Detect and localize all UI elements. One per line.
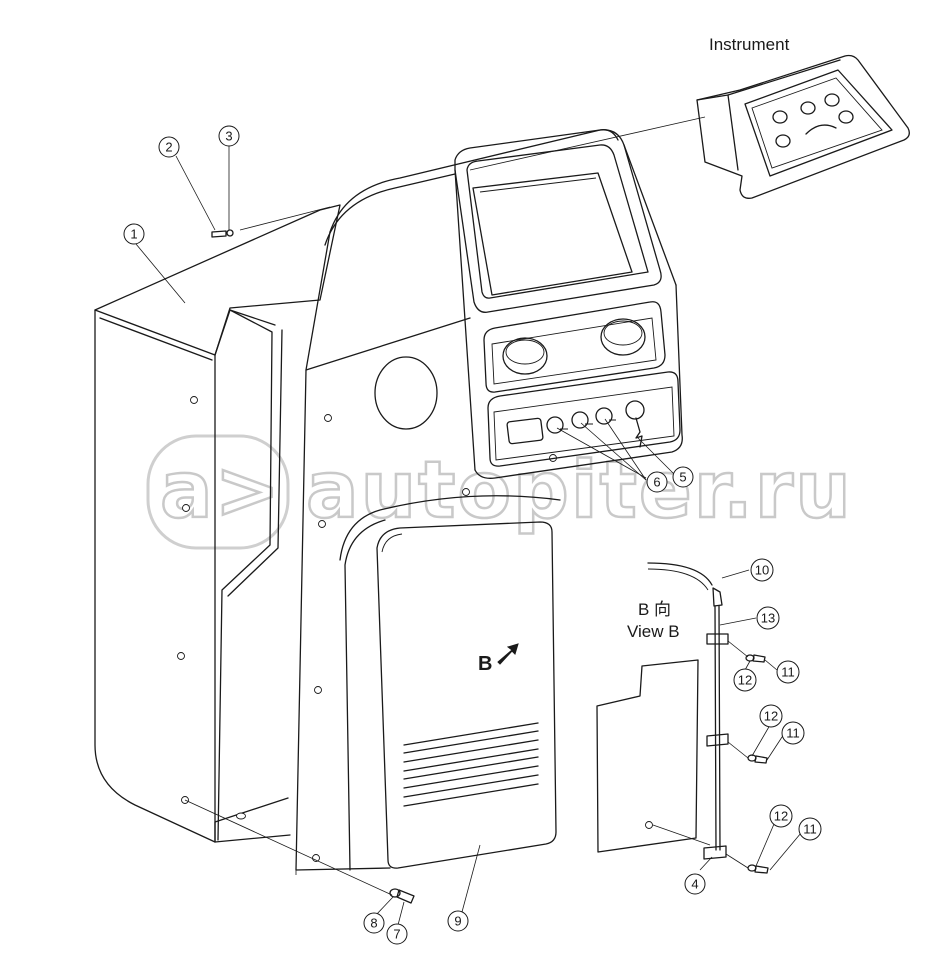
gauge-arc-icon (805, 124, 837, 135)
callout-12c: 12 (769, 804, 793, 828)
callout-8-text: 8 (370, 916, 377, 931)
panel-hole (177, 652, 185, 660)
key-switch (625, 400, 645, 420)
side-panel-part-1 (94, 204, 341, 843)
callout-5-text: 5 (679, 470, 686, 485)
callout-leaders (135, 146, 802, 926)
switch-knob (595, 407, 613, 425)
instrument-label: Instrument (709, 35, 790, 54)
callout-2: 2 (158, 136, 180, 158)
callout-11c-text: 11 (803, 822, 817, 837)
dash-frame (454, 129, 683, 479)
panel-hole (182, 504, 190, 512)
callout-1-text: 1 (130, 227, 137, 242)
callout-12c-text: 12 (774, 809, 788, 824)
vent-left (502, 337, 548, 375)
watermark-logo-text: a> (160, 446, 282, 536)
console-hole (324, 414, 332, 422)
bolt-detail-7-8 (184, 799, 415, 904)
console-round-cutout (374, 356, 438, 430)
callout-11c: 11 (798, 817, 822, 841)
callout-2-text: 2 (165, 140, 172, 155)
front-cover-part-9: B (376, 521, 557, 869)
callout-12b: 12 (759, 704, 783, 728)
callout-4: 4 (684, 873, 706, 895)
switch-knob (571, 411, 589, 429)
callout-4-text: 4 (691, 877, 698, 892)
panel-hole (236, 812, 246, 820)
callout-7-text: 7 (393, 927, 400, 942)
callout-9: 9 (447, 910, 469, 932)
key-icon (635, 417, 643, 448)
view-b-arrow-icon (497, 643, 519, 665)
cover-grille (403, 722, 539, 807)
gauge-icon (824, 93, 840, 107)
callout-12b-text: 12 (764, 709, 778, 724)
callout-11b: 11 (781, 721, 805, 745)
view-b-label-cn: B 向 (638, 600, 671, 619)
console-body (295, 129, 619, 871)
gauge-icon (800, 101, 816, 115)
callout-10: 10 (750, 558, 774, 582)
gauge-icon (775, 134, 791, 148)
watermark: a> autopiter.ru (146, 434, 853, 550)
callout-3-text: 3 (225, 129, 232, 144)
gauge-icon (772, 110, 788, 124)
callout-10-text: 10 (755, 563, 769, 578)
callout-12a-text: 12 (738, 673, 752, 688)
watermark-logo-frame (146, 434, 290, 550)
screw-detail-2-3 (211, 206, 331, 238)
console-hole (314, 686, 322, 694)
gauge-icon (838, 110, 854, 124)
switch-blank-plate (506, 417, 544, 445)
callout-8: 8 (363, 912, 385, 934)
callout-6: 6 (646, 471, 668, 493)
instrument-cluster: Instrument (469, 35, 910, 199)
view-b-detail: B 向 View B (596, 562, 769, 874)
callout-9-text: 9 (454, 914, 461, 929)
panel-hole (190, 396, 198, 404)
callout-12a: 12 (733, 668, 757, 692)
callout-11b-text: 11 (786, 726, 800, 741)
console-hole (318, 520, 326, 528)
console-hole (462, 488, 470, 496)
vent-right (600, 318, 646, 356)
callout-1: 1 (123, 223, 145, 245)
watermark-text: autopiter.ru (306, 446, 853, 536)
callout-13: 13 (756, 606, 780, 630)
callout-6-text: 6 (653, 475, 660, 490)
callout-7: 7 (386, 923, 408, 945)
view-b-marker-letter: B (478, 653, 492, 675)
callout-11a: 11 (776, 660, 800, 684)
callout-11a-text: 11 (781, 665, 795, 680)
callout-3: 3 (218, 125, 240, 147)
view-b-label-en: View B (627, 622, 680, 641)
callout-13-text: 13 (761, 611, 775, 626)
switch-knob (546, 416, 564, 434)
callout-5: 5 (672, 466, 694, 488)
